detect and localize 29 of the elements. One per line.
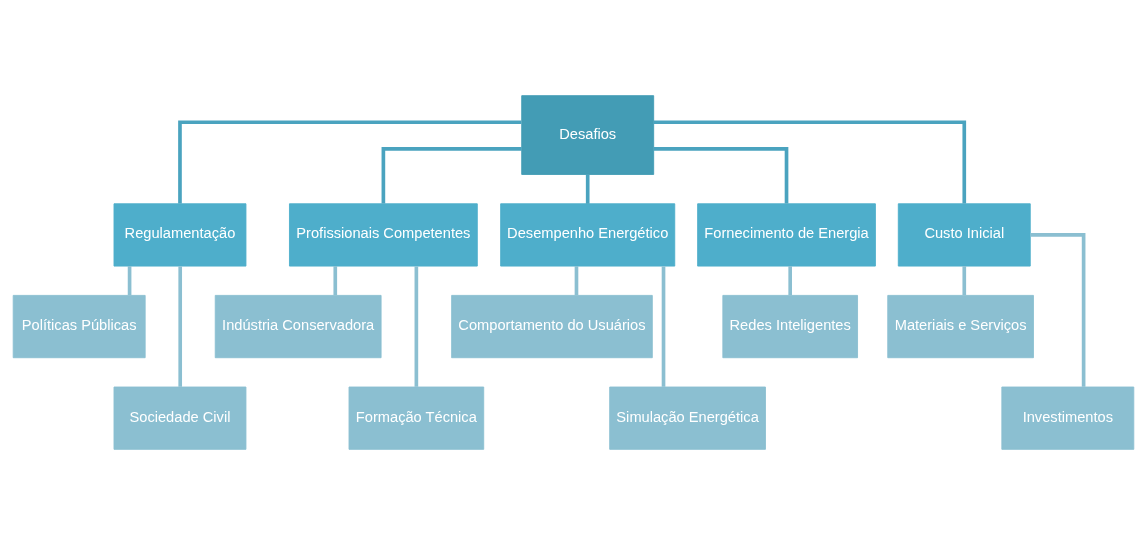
- node-box: Desafios: [521, 95, 655, 175]
- node-box: Redes Inteligentes: [722, 294, 858, 359]
- node-box: Políticas Públicas: [12, 294, 146, 359]
- node-box: Profissionais Competentes: [289, 203, 478, 267]
- connector: [333, 266, 338, 296]
- connector: [127, 266, 132, 296]
- connector: [574, 266, 579, 296]
- node-box: Comportamento do Usuários: [451, 294, 653, 359]
- connector: [653, 120, 967, 204]
- connector: [661, 266, 666, 387]
- node-box: Investimentos: [1001, 386, 1135, 450]
- connector: [414, 266, 419, 387]
- node-box: Fornecimento de Energia: [697, 203, 876, 267]
- connector: [1030, 233, 1086, 387]
- node-box: Simulação Energética: [609, 386, 766, 450]
- connector: [788, 266, 793, 296]
- connector: [178, 266, 183, 387]
- node-box: Materiais e Serviços: [887, 294, 1034, 359]
- connector: [381, 147, 522, 204]
- connector: [585, 174, 590, 204]
- node-box: Desempenho Energético: [500, 203, 676, 267]
- connector: [653, 147, 789, 204]
- node-box: Regulamentação: [113, 203, 247, 267]
- node-box: Custo Inicial: [897, 203, 1031, 267]
- node-box: Indústria Conservadora: [214, 294, 382, 359]
- connector: [962, 266, 967, 296]
- connector: [178, 120, 522, 204]
- node-box: Sociedade Civil: [113, 386, 247, 450]
- node-box: Formação Técnica: [348, 386, 485, 450]
